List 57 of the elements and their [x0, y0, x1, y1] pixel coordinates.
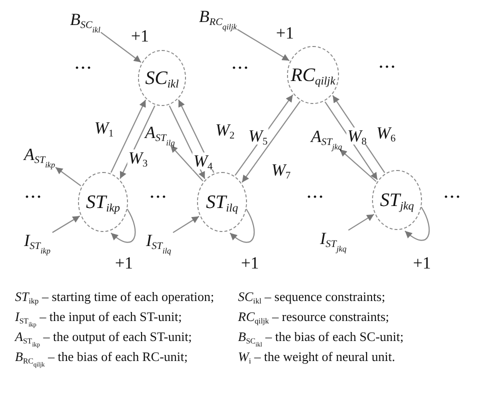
definition-text: ST$_{ikp}$ – starting time of each operation; — [15, 289, 214, 305]
neuron-unit — [138, 50, 186, 106]
ellipsis-mark: • • • — [150, 193, 166, 203]
arrow — [170, 144, 204, 182]
arrow — [120, 106, 156, 179]
weight-label: W$_{1}$ — [93, 120, 115, 136]
arrow — [324, 102, 378, 180]
bias-label: +1 — [412, 254, 432, 272]
neuron-unit — [197, 172, 247, 232]
weight-label: W$_{2}$ — [214, 122, 236, 138]
neuron-unit — [78, 172, 128, 232]
weight-label: W$_{4}$ — [192, 152, 214, 170]
ellipsis-mark: • • • — [307, 193, 323, 203]
unit-symbol: ST$_{ilq}$ — [206, 192, 238, 212]
arrow — [348, 214, 374, 231]
arrow — [332, 95, 386, 174]
definition-text: SC$_{ikl}$ – sequence constraints; — [238, 289, 386, 305]
ellipsis-mark: • • • — [75, 64, 91, 74]
weight-label: W$_{6}$ — [375, 124, 397, 142]
arrow — [237, 28, 290, 62]
definition-text: B$_{RC}$$_{qiljk}$ – the bias of each RC-unit; — [15, 349, 188, 366]
arrow — [110, 100, 146, 173]
unit-symbol: SC$_{ikl}$ — [145, 68, 179, 88]
ellipsis-mark: • • • — [232, 64, 248, 74]
definition-text: RC$_{qiljk}$ – resource constraints; — [238, 309, 390, 325]
arrow — [234, 94, 294, 176]
weight-label: W$_{8}$ — [346, 128, 368, 144]
arrow — [52, 216, 80, 233]
self-loop-arrow — [404, 206, 430, 241]
definition-text: W$_{i}$ – the weight of neural unit. — [238, 349, 396, 365]
arrow — [100, 32, 142, 63]
neuron-unit — [372, 170, 422, 230]
ellipsis-mark: • • • — [25, 193, 41, 203]
unit-symbol: ST$_{jkq}$ — [380, 190, 414, 210]
definition-text: A$_{ST}$$_{ikp}$ – the output of each ST-unit; — [15, 329, 192, 346]
bias-label: +1 — [114, 254, 134, 272]
weight-label: W$_{3}$ — [127, 150, 149, 166]
unit-symbol: ST$_{ikp}$ — [86, 192, 120, 212]
bias-label: +1 — [130, 28, 150, 44]
arrow — [172, 216, 200, 234]
bias-label: +1 — [274, 24, 296, 42]
ellipsis-mark: • • • — [379, 63, 395, 73]
arrow — [178, 100, 214, 173]
arrow — [55, 166, 82, 186]
unit-symbol: RC$_{qiljk}$ — [290, 66, 336, 84]
weight-label: W$_{7}$ — [270, 162, 292, 178]
arrow — [168, 105, 206, 180]
definition-text: B$_{SC}$$_{ikl}$ – the bias of each SC-unit; — [238, 329, 404, 346]
bias-label: +1 — [240, 254, 260, 272]
definition-text: I$_{ST}$$_{ikp}$ – the input of each ST-unit; — [15, 309, 182, 326]
neuron-unit — [287, 46, 339, 104]
arrow — [339, 148, 376, 182]
weight-label: W$_{5}$ — [247, 128, 269, 144]
ellipsis-mark: • • • — [444, 193, 460, 203]
arrow — [242, 101, 301, 183]
self-loop-arrow — [110, 208, 136, 243]
self-loop-arrow — [230, 208, 255, 243]
